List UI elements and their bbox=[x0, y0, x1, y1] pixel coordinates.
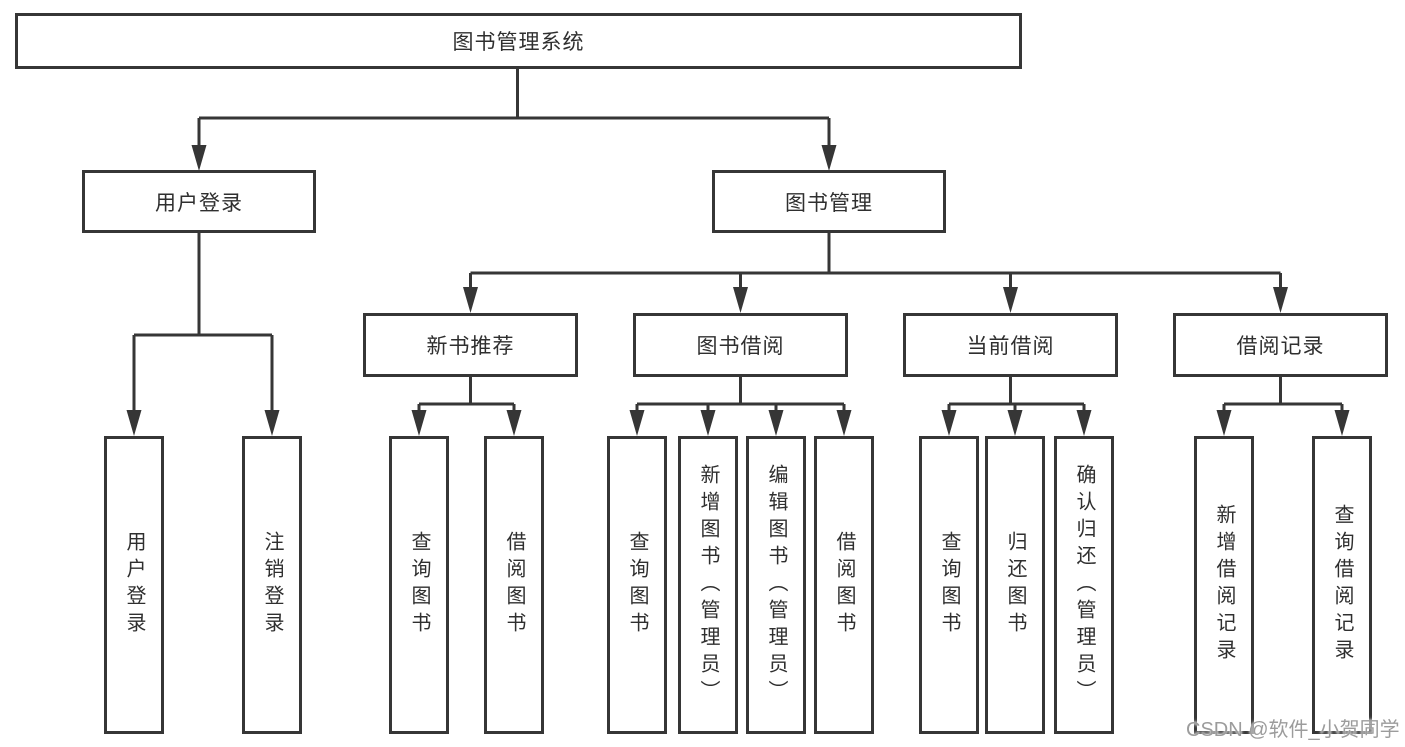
node-label: 新增图书（管理员） bbox=[697, 463, 719, 707]
node-user-login-module: 用户登录 bbox=[82, 170, 316, 233]
node-label: 确认归还（管理员） bbox=[1073, 463, 1095, 707]
node-label: 用户登录 bbox=[155, 191, 243, 215]
node-label: 图书借阅 bbox=[696, 335, 785, 358]
node-leaf-borrow-books-recommend: 借阅图书 bbox=[484, 436, 544, 734]
node-leaf-user-login: 用户登录 bbox=[104, 436, 164, 734]
node-leaf-confirm-return-admin: 确认归还（管理员） bbox=[1054, 436, 1114, 734]
arrowheads bbox=[126, 145, 1350, 436]
node-label: 查询图书 bbox=[408, 531, 430, 639]
node-label: 当前借阅 bbox=[966, 335, 1055, 358]
node-label: 图书管理 bbox=[785, 191, 873, 215]
node-leaf-logout: 注销登录 bbox=[242, 436, 302, 734]
node-label: 注销登录 bbox=[261, 531, 283, 639]
node-leaf-query-books-borrowing: 查询图书 bbox=[607, 436, 667, 734]
node-label: 新书推荐 bbox=[426, 335, 515, 358]
node-borrowing-records: 借阅记录 bbox=[1173, 313, 1388, 377]
node-label: 借阅记录 bbox=[1236, 335, 1325, 358]
node-label: 用户登录 bbox=[123, 531, 145, 639]
node-label: 查询借阅记录 bbox=[1331, 504, 1353, 666]
node-book-management-module: 图书管理 bbox=[712, 170, 946, 233]
node-label: 查询图书 bbox=[626, 531, 648, 639]
node-leaf-edit-book-admin: 编辑图书（管理员） bbox=[746, 436, 806, 734]
node-label: 借阅图书 bbox=[833, 531, 855, 639]
node-new-book-recommend: 新书推荐 bbox=[363, 313, 578, 377]
node-leaf-query-books-current: 查询图书 bbox=[919, 436, 979, 734]
node-leaf-query-borrow-record: 查询借阅记录 bbox=[1312, 436, 1372, 734]
node-label: 编辑图书（管理员） bbox=[765, 463, 787, 707]
node-label: 新增借阅记录 bbox=[1213, 504, 1235, 666]
node-leaf-query-books-recommend: 查询图书 bbox=[389, 436, 449, 734]
node-leaf-return-book: 归还图书 bbox=[985, 436, 1045, 734]
node-label: 图书管理系统 bbox=[452, 31, 585, 54]
node-leaf-borrow-books: 借阅图书 bbox=[814, 436, 874, 734]
watermark: CSDN @软件_小贺同学 bbox=[1186, 719, 1400, 741]
node-label: 借阅图书 bbox=[503, 531, 525, 639]
node-label: 查询图书 bbox=[938, 531, 960, 639]
node-leaf-add-book-admin: 新增图书（管理员） bbox=[678, 436, 738, 734]
node-book-borrowing: 图书借阅 bbox=[633, 313, 848, 377]
node-leaf-add-borrow-record: 新增借阅记录 bbox=[1194, 436, 1254, 734]
node-root-system: 图书管理系统 bbox=[15, 13, 1022, 69]
node-current-borrowing: 当前借阅 bbox=[903, 313, 1118, 377]
node-label: 归还图书 bbox=[1004, 531, 1026, 639]
